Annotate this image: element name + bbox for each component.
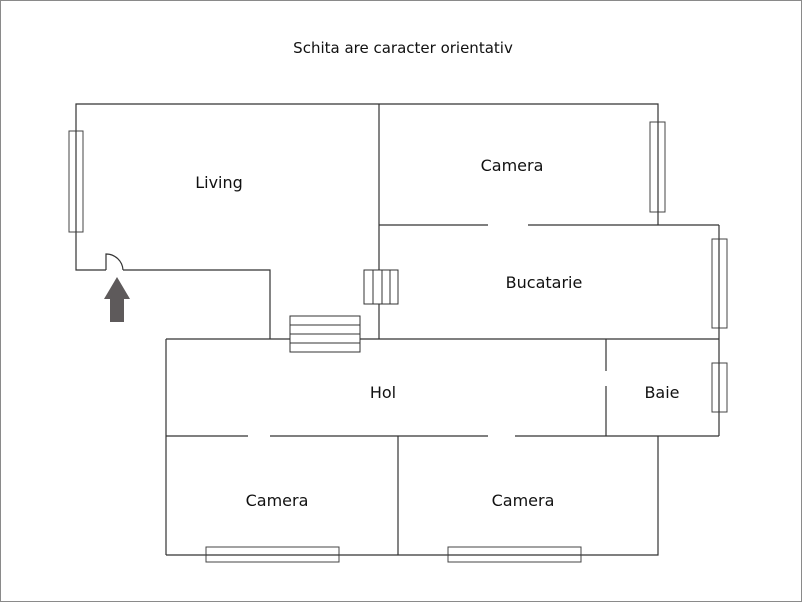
room-label-bucatarie: Bucatarie bbox=[506, 273, 583, 292]
room-label-camera-bottom-left: Camera bbox=[246, 491, 309, 510]
stairs-hol bbox=[289, 315, 361, 353]
bottom-rooms-walls bbox=[166, 436, 659, 556]
room-label-living: Living bbox=[195, 173, 243, 192]
door-icon bbox=[105, 253, 124, 271]
room-label-camera-top: Camera bbox=[481, 156, 544, 175]
room-label-baie: Baie bbox=[644, 383, 679, 402]
orientation-note: Schita are caracter orientativ bbox=[293, 39, 513, 57]
room-label-hol: Hol bbox=[370, 383, 396, 402]
hol-walls bbox=[165, 338, 719, 555]
room-label-camera-bottom-right: Camera bbox=[492, 491, 555, 510]
entrance-arrow-icon bbox=[104, 277, 130, 322]
stairs-living bbox=[363, 269, 399, 305]
